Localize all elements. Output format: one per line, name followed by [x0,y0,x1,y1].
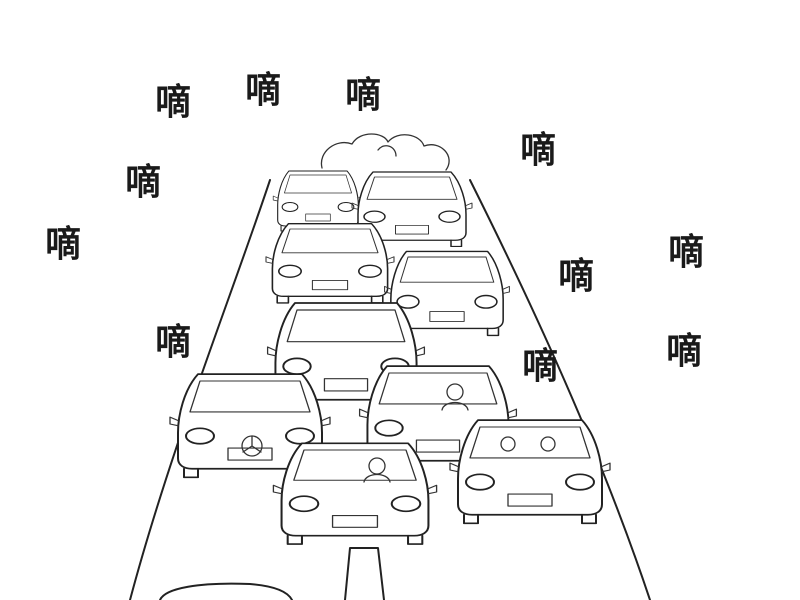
honk-text: 嘀 [558,255,595,297]
car-right-front [449,419,611,525]
car-mid-left [265,222,395,304]
honk-text: 嘀 [155,81,192,123]
honk-text: 嘀 [125,161,162,203]
honk-text: 嘀 [666,330,703,372]
car-front [272,442,438,546]
honk-text: 嘀 [668,231,705,273]
honk-text: 嘀 [522,345,559,387]
car-left-front [169,373,331,479]
honk-text: 嘀 [245,69,282,111]
car-right-center [358,365,518,471]
exhaust-cloud [320,133,450,171]
car-far-left [272,170,364,232]
honk-text: 嘀 [520,129,557,171]
honk-text: 嘀 [45,223,82,265]
honk-text: 嘀 [155,321,192,363]
honk-text: 嘀 [345,74,382,116]
